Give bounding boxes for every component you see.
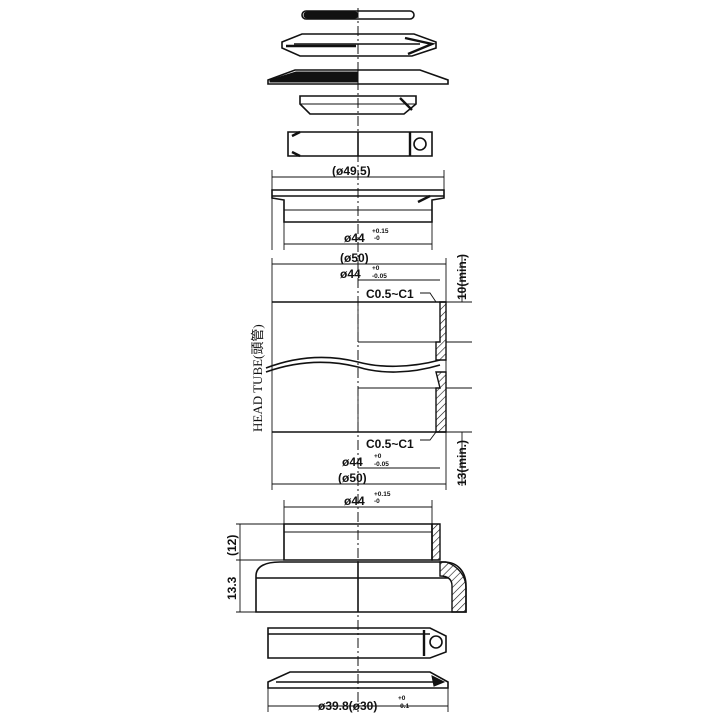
upper-cup: (ø49.5) ø44 +0.15 -0 [271, 164, 445, 250]
tube-bore-diameter-top: ø44 [340, 267, 361, 281]
svg-text:+0: +0 [372, 265, 380, 272]
svg-text:+0.15: +0.15 [374, 491, 391, 498]
svg-text:+0: +0 [398, 695, 406, 702]
lower-cup-fit-diameter: ø44 [344, 494, 365, 508]
lower-cup: ø44 +0.15 -0 (12) 13.3 [225, 491, 467, 613]
svg-text:+0.15: +0.15 [372, 228, 389, 235]
svg-text:-0.1: -0.1 [398, 703, 410, 710]
upper-cup-outer-diameter: (ø49.5) [332, 164, 371, 178]
chamfer-top-label: C0.5~C1 [366, 287, 414, 301]
chamfer-bottom-label: C0.5~C1 [366, 437, 414, 451]
head-tube: (ø50) ø44 +0 -0.05 C0.5~C1 10(min.) HEAD… [250, 251, 472, 490]
svg-text:-0: -0 [374, 498, 380, 505]
bearing-ball-icon [429, 635, 443, 649]
svg-text:-0.05: -0.05 [372, 273, 387, 280]
tube-bore-diameter-bottom: ø44 [342, 455, 363, 469]
depth-bottom-label: 13(min.) [455, 440, 469, 486]
dust-seal [267, 69, 449, 85]
lower-cup-height-label: (12) [225, 535, 239, 556]
svg-text:-0: -0 [374, 235, 380, 242]
svg-text:+0: +0 [374, 453, 382, 460]
depth-top-label: 10(min.) [455, 254, 469, 300]
tube-outer-diameter-bottom: (ø50) [338, 471, 367, 485]
compression-ring [281, 33, 437, 57]
bearing-ball-icon [413, 137, 427, 151]
svg-text:-0.05: -0.05 [374, 461, 389, 468]
head-tube-label: HEAD TUBE(頭管) [250, 324, 265, 432]
lower-bearing [267, 627, 447, 659]
tube-outer-diameter-top: (ø50) [340, 251, 369, 265]
top-cap [301, 10, 415, 20]
crown-race-diameter: ø39.8(ø30) [318, 699, 377, 713]
lower-cup-flange-label: 13.3 [225, 576, 239, 600]
center-race [299, 95, 417, 115]
upper-cup-fit-diameter: ø44 [344, 231, 365, 245]
upper-bearing [287, 130, 433, 158]
crown-race: ø39.8(ø30) +0 -0.1 [267, 671, 449, 713]
